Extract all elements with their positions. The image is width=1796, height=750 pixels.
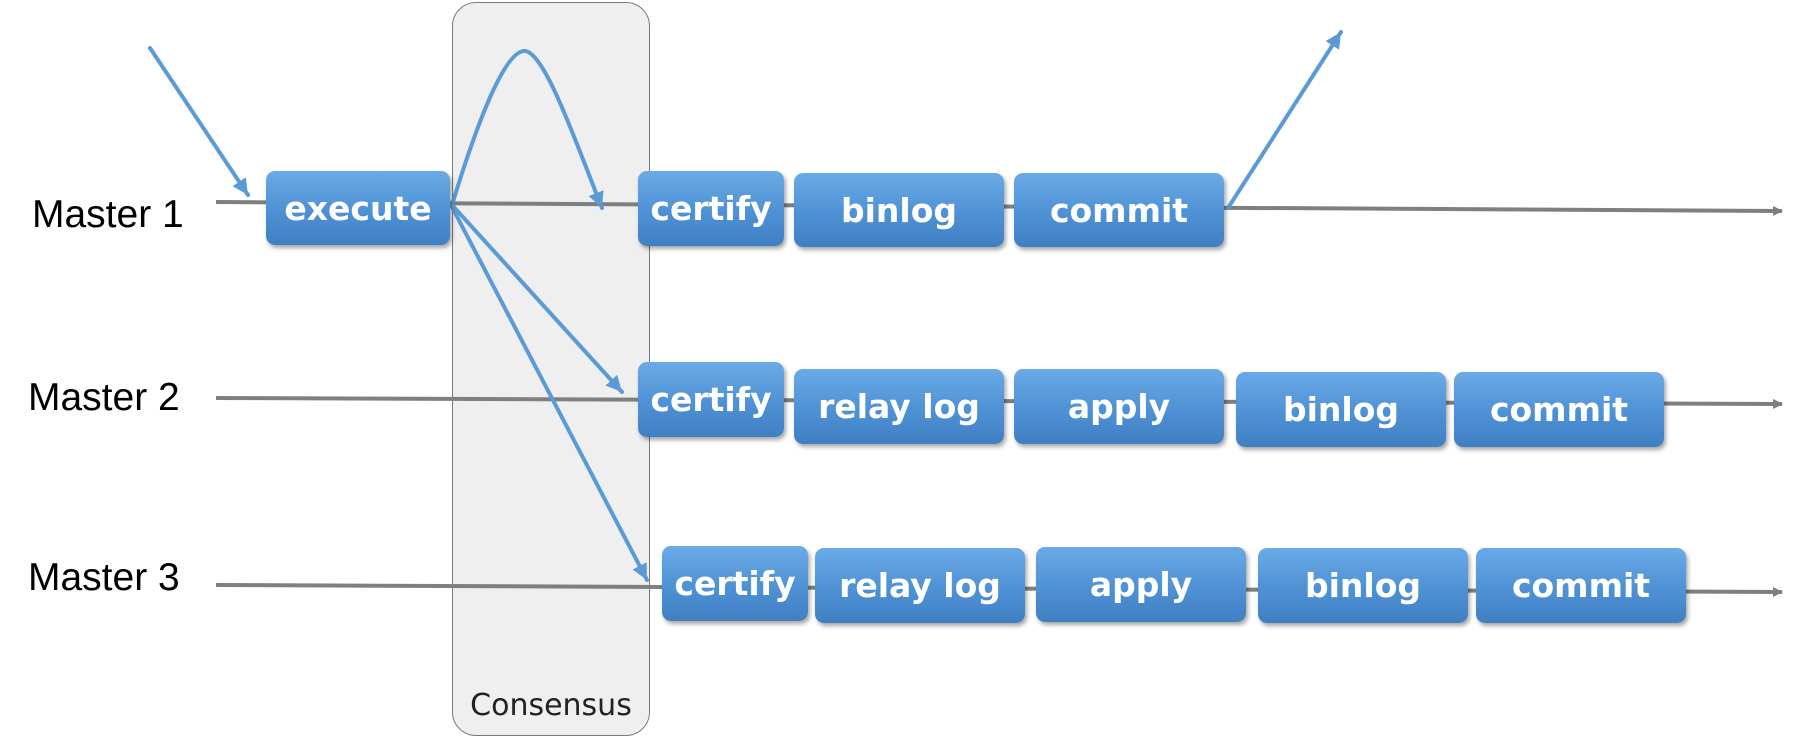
master-3-relay-log-box: relay log bbox=[815, 548, 1025, 623]
master-2-commit-box: commit bbox=[1454, 372, 1664, 447]
consensus-region bbox=[452, 2, 650, 736]
master-1-certify-box: certify bbox=[638, 171, 784, 246]
replicate-to-master-3-arrow bbox=[450, 205, 649, 582]
master-2-relay-log-box: relay log bbox=[794, 369, 1004, 444]
consensus-label: Consensus bbox=[470, 688, 632, 723]
master-1-label: Master 1 bbox=[32, 193, 184, 236]
master-2-label: Master 2 bbox=[28, 376, 180, 419]
master-3-label: Master 3 bbox=[28, 556, 180, 599]
master-3-commit-box: commit bbox=[1476, 548, 1686, 623]
master-2-certify-box: certify bbox=[638, 362, 784, 437]
master-2-binlog-box: binlog bbox=[1236, 372, 1446, 447]
master-1-commit-box: commit bbox=[1014, 173, 1224, 247]
outgoing-arrow bbox=[1226, 30, 1343, 210]
master-3-certify-box: certify bbox=[662, 546, 808, 621]
replicate-to-master-2-arrow bbox=[450, 203, 624, 394]
master-1-execute-box: execute bbox=[266, 171, 450, 245]
consensus-loop-arrow bbox=[450, 48, 604, 210]
master-2-apply-box: apply bbox=[1014, 369, 1224, 444]
incoming-arrow bbox=[148, 46, 250, 197]
master-1-binlog-box: binlog bbox=[794, 173, 1004, 247]
master-3-binlog-box: binlog bbox=[1258, 548, 1468, 623]
master-3-apply-box: apply bbox=[1036, 547, 1246, 622]
